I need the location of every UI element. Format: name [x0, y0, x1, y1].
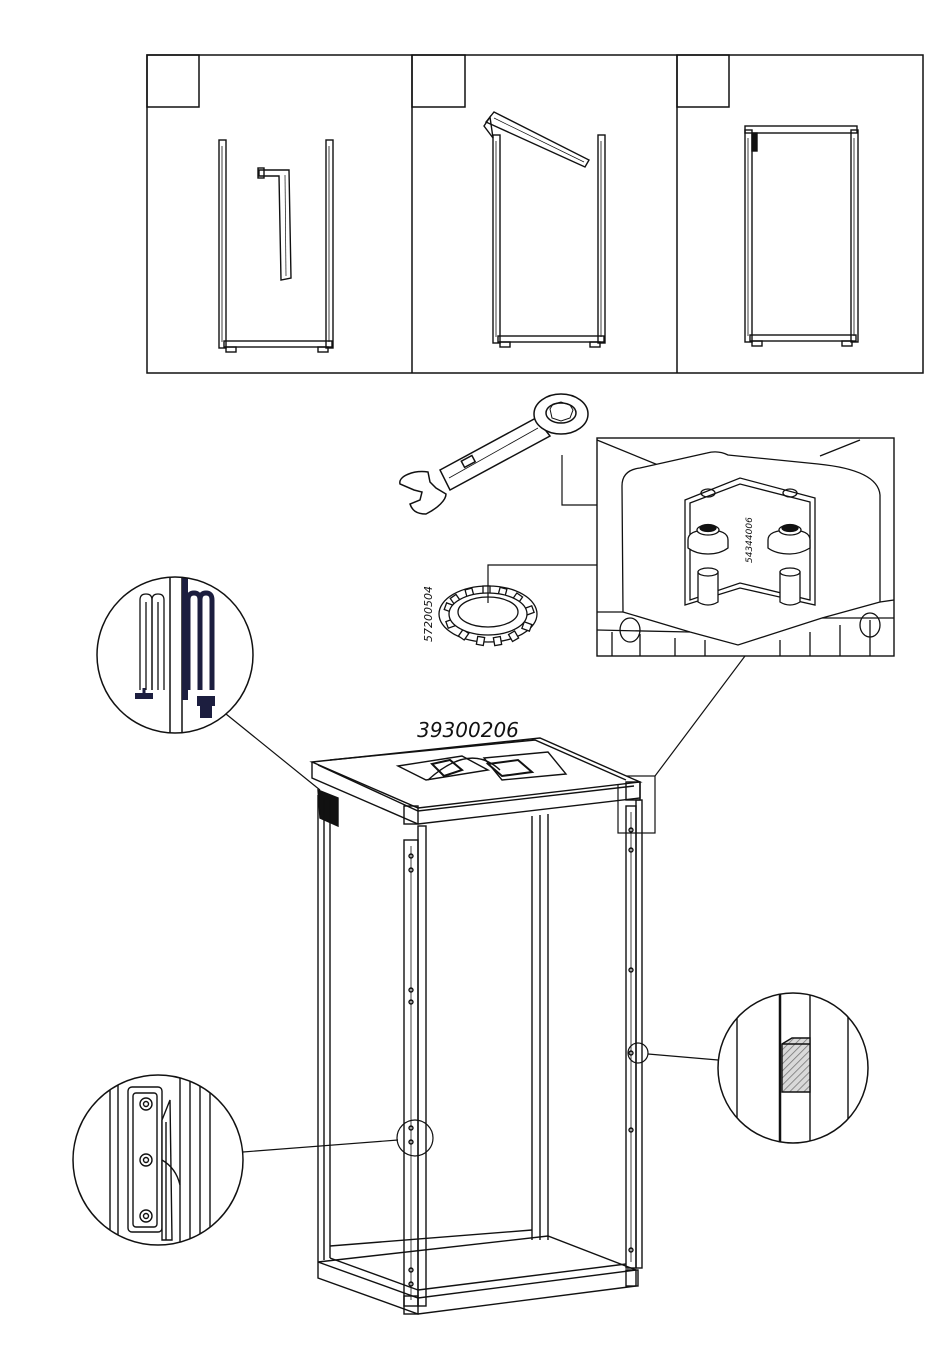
corner-detail: 54344006	[597, 438, 894, 656]
step-1-number-box	[147, 55, 199, 107]
step-2-number-box	[412, 55, 465, 107]
lock-washer-part-number: 57200504	[422, 586, 435, 642]
step-3-number-box	[677, 55, 729, 107]
cabinet-frame	[312, 738, 642, 1314]
step-panels	[147, 55, 923, 373]
step-2-panel	[412, 55, 605, 347]
cable-bundle-icon	[97, 570, 253, 740]
step-3-panel	[677, 55, 858, 346]
hinge-marker	[397, 1120, 433, 1156]
hinge-detail-leader	[243, 1140, 398, 1152]
cable-detail-leader	[226, 714, 320, 790]
top-cover-part-number: 39300206	[417, 718, 519, 742]
corner-detail-leader	[655, 656, 745, 776]
step-1-panel	[147, 55, 333, 352]
latch-detail-leader	[648, 1054, 718, 1060]
hinge-icon	[73, 1070, 243, 1250]
latch-icon	[718, 990, 868, 1150]
nut-insert-part-number: 54344006	[745, 517, 755, 563]
wrench-icon	[400, 394, 588, 514]
